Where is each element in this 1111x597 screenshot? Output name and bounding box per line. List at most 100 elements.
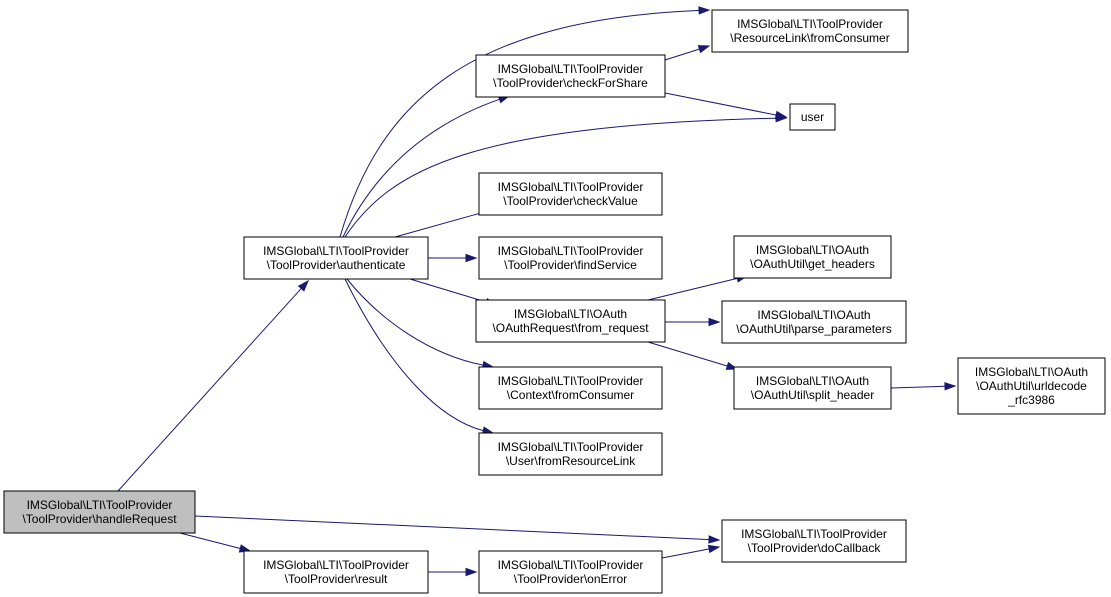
- node-label-line: \ToolProvider\handleRequest: [22, 512, 177, 526]
- arrowhead: [708, 317, 721, 327]
- node-label-line: user: [801, 110, 824, 124]
- edge-fromRequest-to-getHeaders: [647, 274, 749, 301]
- edge-onError-to-doCallback: [661, 544, 721, 559]
- edge-line: [890, 385, 947, 389]
- node-splitHeader[interactable]: IMSGlobal\LTI\OAuth\OAuthUtil\split_head…: [733, 366, 892, 410]
- edge-line: [339, 9, 701, 238]
- node-label-line: IMSGlobal\LTI\ToolProvider: [27, 498, 173, 512]
- edge-handleRequest-to-result: [179, 532, 252, 553]
- node-urldecode[interactable]: IMSGlobal\LTI\OAuth\OAuthUtil\urldecode_…: [957, 357, 1106, 415]
- edge-checkForShare-to-resourceLinkFromConsumer: [664, 45, 711, 61]
- node-getHeaders[interactable]: IMSGlobal\LTI\OAuth\OAuthUtil\get_header…: [733, 235, 892, 279]
- node-box: [733, 235, 892, 279]
- node-label-line: \OAuthUtil\urldecode: [976, 379, 1087, 393]
- node-userFromResourceLink[interactable]: IMSGlobal\LTI\ToolProvider\User\fromReso…: [478, 432, 663, 476]
- node-box: [733, 366, 892, 410]
- arrowhead: [465, 567, 478, 577]
- edge-fromRequest-to-splitHeader: [647, 341, 739, 370]
- node-box: [243, 236, 429, 280]
- node-box: [721, 519, 907, 563]
- node-label-line: \User\fromResourceLink: [506, 454, 636, 468]
- node-box: [478, 236, 663, 280]
- node-box: [243, 550, 429, 594]
- node-user[interactable]: user: [789, 103, 836, 131]
- node-label-line: \ToolProvider\findService: [504, 258, 637, 272]
- node-findService[interactable]: IMSGlobal\LTI\ToolProvider\ToolProvider\…: [478, 236, 663, 280]
- node-box: [475, 54, 666, 98]
- node-doCallback[interactable]: IMSGlobal\LTI\ToolProvider\ToolProvider\…: [721, 519, 907, 563]
- node-label-line: IMSGlobal\LTI\ToolProvider: [498, 440, 644, 454]
- edge-line: [394, 210, 487, 238]
- edge-line: [179, 532, 242, 550]
- arrowhead: [707, 544, 721, 554]
- edge-checkForShare-to-user: [664, 92, 788, 120]
- node-label-line: IMSGlobal\LTI\OAuth: [975, 365, 1088, 379]
- edge-line: [664, 92, 778, 116]
- node-label-line: IMSGlobal\LTI\ToolProvider: [498, 374, 644, 388]
- edge-line: [647, 341, 729, 367]
- node-box: [478, 172, 663, 216]
- arrowhead: [297, 279, 310, 292]
- node-box: [789, 103, 836, 131]
- edge-line: [664, 48, 701, 61]
- node-contextFromConsumer[interactable]: IMSGlobal\LTI\ToolProvider\Context\fromC…: [478, 366, 663, 410]
- call-graph-edges: [117, 6, 957, 577]
- node-label-line: \ToolProvider\checkForShare: [493, 76, 648, 90]
- node-label-line: IMSGlobal\LTI\ToolProvider: [737, 17, 883, 31]
- node-result[interactable]: IMSGlobal\LTI\ToolProvider\ToolProvider\…: [243, 550, 429, 594]
- node-label-line: IMSGlobal\LTI\ToolProvider: [263, 558, 409, 572]
- node-onError[interactable]: IMSGlobal\LTI\ToolProvider\ToolProvider\…: [478, 550, 663, 594]
- node-label-line: \OAuthRequest\from_request: [492, 321, 649, 335]
- edge-result-to-onError: [428, 567, 478, 577]
- edge-line: [194, 515, 711, 541]
- node-label-line: \Context\fromConsumer: [507, 388, 634, 402]
- node-label-line: \OAuthUtil\parse_parameters: [736, 322, 891, 336]
- node-label-line: IMSGlobal\LTI\OAuth: [756, 243, 869, 257]
- edge-line: [409, 278, 488, 303]
- node-fromRequest[interactable]: IMSGlobal\LTI\OAuth\OAuthRequest\from_re…: [475, 299, 666, 343]
- edge-authenticate-to-checkForShare: [342, 95, 511, 238]
- edge-splitHeader-to-urldecode: [890, 382, 957, 391]
- node-handleRequest[interactable]: IMSGlobal\LTI\ToolProvider\ToolProvider\…: [3, 490, 196, 534]
- node-checkForShare[interactable]: IMSGlobal\LTI\ToolProvider\ToolProvider\…: [475, 54, 666, 98]
- edge-line: [647, 277, 739, 301]
- edge-line: [342, 98, 501, 238]
- node-box: [478, 366, 663, 410]
- node-box: [721, 300, 907, 344]
- arrowhead: [698, 6, 711, 15]
- node-label-line: IMSGlobal\LTI\ToolProvider: [741, 527, 887, 541]
- node-box: [478, 432, 663, 476]
- node-label-line: IMSGlobal\LTI\OAuth: [757, 308, 870, 322]
- node-label-line: \OAuthUtil\split_header: [751, 388, 874, 402]
- edge-authenticate-to-findService: [428, 253, 478, 263]
- node-label-line: IMSGlobal\LTI\ToolProvider: [498, 62, 644, 76]
- call-graph-nodes: IMSGlobal\LTI\ToolProvider\ToolProvider\…: [3, 9, 1106, 594]
- edge-line: [344, 278, 485, 432]
- node-label-line: \ToolProvider\result: [285, 572, 388, 586]
- edge-line: [117, 287, 303, 492]
- node-label-line: IMSGlobal\LTI\ToolProvider: [263, 244, 409, 258]
- edge-handleRequest-to-doCallback: [194, 515, 721, 544]
- edge-line: [346, 278, 485, 366]
- arrowhead: [465, 253, 478, 263]
- edge-line: [661, 548, 711, 559]
- node-box: [3, 490, 196, 534]
- edge-authenticate-to-userFromResourceLink: [344, 278, 495, 435]
- node-parseParameters[interactable]: IMSGlobal\LTI\OAuth\OAuthUtil\parse_para…: [721, 300, 907, 344]
- arrowhead: [697, 45, 711, 54]
- edge-line: [344, 117, 778, 238]
- node-label-line: \ToolProvider\authenticate: [267, 258, 406, 272]
- node-authenticate[interactable]: IMSGlobal\LTI\ToolProvider\ToolProvider\…: [243, 236, 429, 280]
- node-label-line: \ResourceLink\fromConsumer: [730, 31, 889, 45]
- node-label-line: IMSGlobal\LTI\ToolProvider: [498, 558, 644, 572]
- edge-handleRequest-to-authenticate: [117, 279, 310, 492]
- node-resourceLinkFromConsumer[interactable]: IMSGlobal\LTI\ToolProvider\ResourceLink\…: [711, 9, 909, 53]
- node-label-line: _rfc3986: [1007, 393, 1055, 407]
- node-label-line: IMSGlobal\LTI\ToolProvider: [498, 180, 644, 194]
- arrowhead: [944, 382, 957, 391]
- node-box: [711, 9, 909, 53]
- node-label-line: \ToolProvider\checkValue: [503, 194, 638, 208]
- node-checkValue[interactable]: IMSGlobal\LTI\ToolProvider\ToolProvider\…: [478, 172, 663, 216]
- edge-authenticate-to-resourceLinkFromConsumer: [339, 6, 711, 238]
